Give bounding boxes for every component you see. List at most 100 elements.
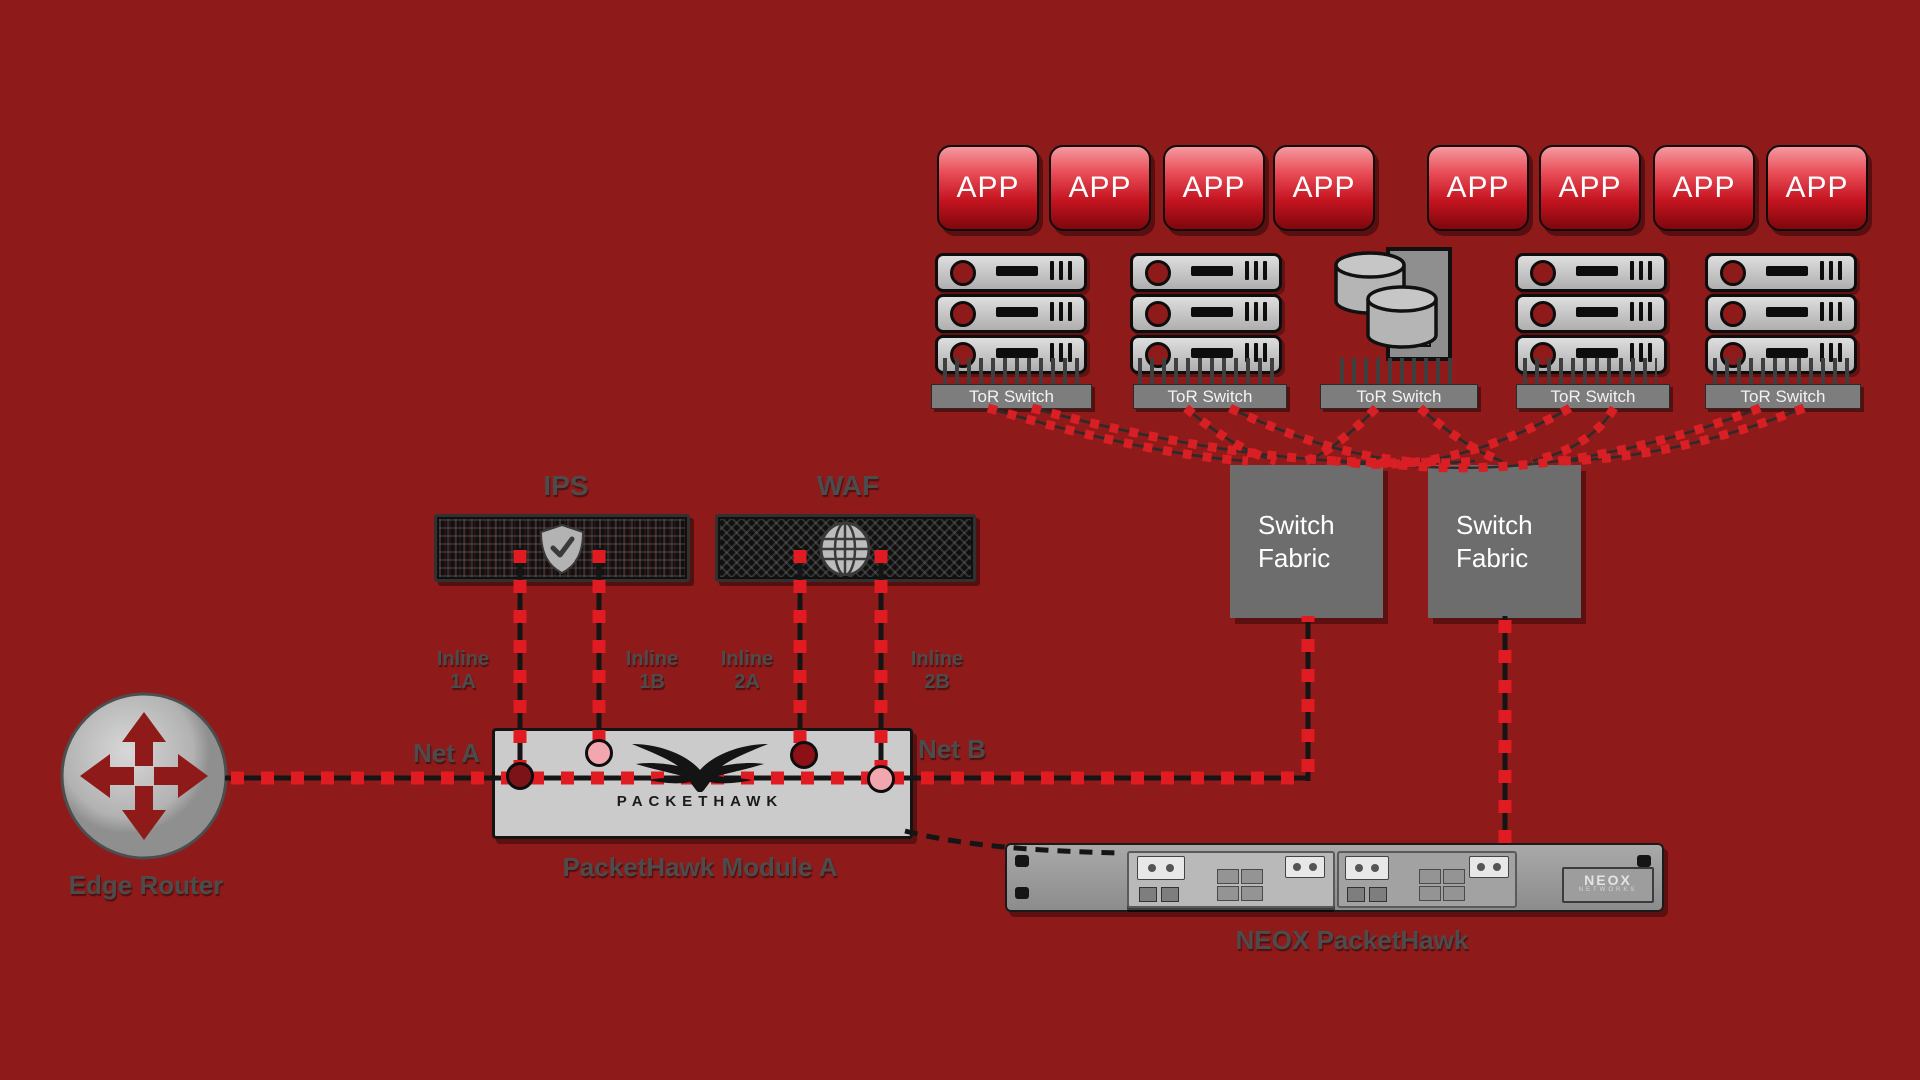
drive-led: [1530, 260, 1556, 286]
server-unit: [935, 253, 1087, 292]
switch-fabric-label: Switch: [1258, 510, 1335, 540]
drive-slot: [1576, 348, 1618, 358]
switch-fabric-label: Fabric: [1258, 542, 1331, 573]
vent-lines: [1630, 302, 1652, 321]
server-unit: [935, 294, 1087, 333]
ethernet-port: [1139, 887, 1157, 902]
cable-bundle: [1340, 358, 1452, 385]
router-arrows-icon: [80, 712, 208, 840]
app-box: APP: [1049, 145, 1151, 231]
server-unit: [1130, 253, 1282, 292]
drive-slot: [1766, 266, 1808, 276]
ethernet-port: [1369, 887, 1387, 902]
net-b-label: Net B: [918, 734, 986, 764]
ips-appliance: [434, 514, 690, 582]
vent-lines: [1820, 261, 1842, 280]
drive-slot: [1191, 348, 1233, 358]
tor-switch: ToR Switch: [931, 384, 1092, 409]
module-slot-a: [1127, 851, 1335, 908]
tor-switch: ToR Switch: [1516, 384, 1670, 409]
neox-logo-subtext: NETWORKS: [1578, 887, 1638, 893]
drive-led: [1720, 260, 1746, 286]
neox-caption: NEOX PacketHawk: [1235, 925, 1469, 955]
vent-lines: [1630, 261, 1652, 280]
hawk-logo-icon: [632, 744, 768, 792]
vent-lines: [1245, 261, 1267, 280]
drive-slot: [996, 307, 1038, 317]
module-port-inline-1b: [585, 739, 613, 767]
vent-lines: [1050, 343, 1072, 362]
edge-router-label: Edge Router: [68, 870, 224, 900]
sfp-cage: [1419, 869, 1465, 901]
server-rack: [1515, 253, 1667, 374]
mesh-line-red-dashes: [986, 403, 1806, 473]
drive-slot: [1766, 307, 1808, 317]
waf-label: WAF: [816, 470, 880, 501]
vent-lines: [1050, 302, 1072, 321]
server-rack: [1705, 253, 1857, 374]
drive-led: [1530, 301, 1556, 327]
app-box: APP: [1766, 145, 1868, 231]
switch-fabric-label: Fabric: [1456, 542, 1529, 573]
drive-led: [1145, 260, 1171, 286]
net-a-label: Net A: [413, 738, 480, 768]
vent-lines: [1050, 261, 1072, 280]
drive-slot: [996, 348, 1038, 358]
server-unit: [1705, 294, 1857, 333]
tor-switch: ToR Switch: [1133, 384, 1287, 409]
database-cylinder-icon: [1366, 285, 1438, 349]
drive-slot: [1191, 266, 1233, 276]
module-slot-b: [1337, 851, 1517, 908]
server-unit: [1130, 294, 1282, 333]
cable-bundle: [1713, 358, 1850, 385]
switch-fabric: Switch Fabric: [1428, 465, 1581, 618]
connector-block: [1345, 856, 1389, 880]
drive-led: [950, 260, 976, 286]
tor-switch: ToR Switch: [1705, 384, 1861, 409]
module-port-net-a: [506, 762, 534, 790]
app-box: APP: [1273, 145, 1375, 231]
drive-slot: [996, 266, 1038, 276]
waf-appliance: [715, 514, 976, 582]
connector-block: [1285, 856, 1325, 878]
connector-block: [1137, 856, 1185, 880]
app-box: APP: [1427, 145, 1529, 231]
drive-led: [1145, 301, 1171, 327]
app-box: APP: [1163, 145, 1265, 231]
packethawk-brand-text: PACKETHAWK: [616, 793, 784, 810]
shield-icon: [539, 523, 585, 575]
trunk-line-red-dashes: [231, 550, 1512, 843]
ips-label: IPS: [543, 470, 589, 501]
vent-lines: [1630, 343, 1652, 362]
module-port-inline-2a: [790, 741, 818, 769]
connector-block: [1469, 856, 1509, 878]
vent-lines: [1820, 302, 1842, 321]
screw-hole: [1637, 855, 1651, 867]
cable-bundle: [943, 358, 1079, 385]
switch-fabric: Switch Fabric: [1230, 465, 1383, 618]
cable-bundle: [1138, 358, 1277, 385]
app-box: APP: [937, 145, 1039, 231]
drive-slot: [1766, 348, 1808, 358]
ethernet-port: [1347, 887, 1365, 902]
vent-lines: [1245, 343, 1267, 362]
app-box: APP: [1653, 145, 1755, 231]
server-rack: [935, 253, 1087, 374]
module-port-net-b: [867, 765, 895, 793]
cable-bundle: [1523, 358, 1657, 385]
module-to-neox-link: [904, 828, 1121, 856]
storage-tower: [1334, 247, 1452, 361]
drive-led: [950, 301, 976, 327]
globe-icon: [819, 522, 871, 576]
drive-slot: [1576, 266, 1618, 276]
tor-switch: ToR Switch: [1320, 384, 1478, 409]
server-unit: [1515, 253, 1667, 292]
server-unit: [1515, 294, 1667, 333]
trunk-line-base: [225, 548, 1508, 845]
screw-hole: [1015, 887, 1029, 899]
